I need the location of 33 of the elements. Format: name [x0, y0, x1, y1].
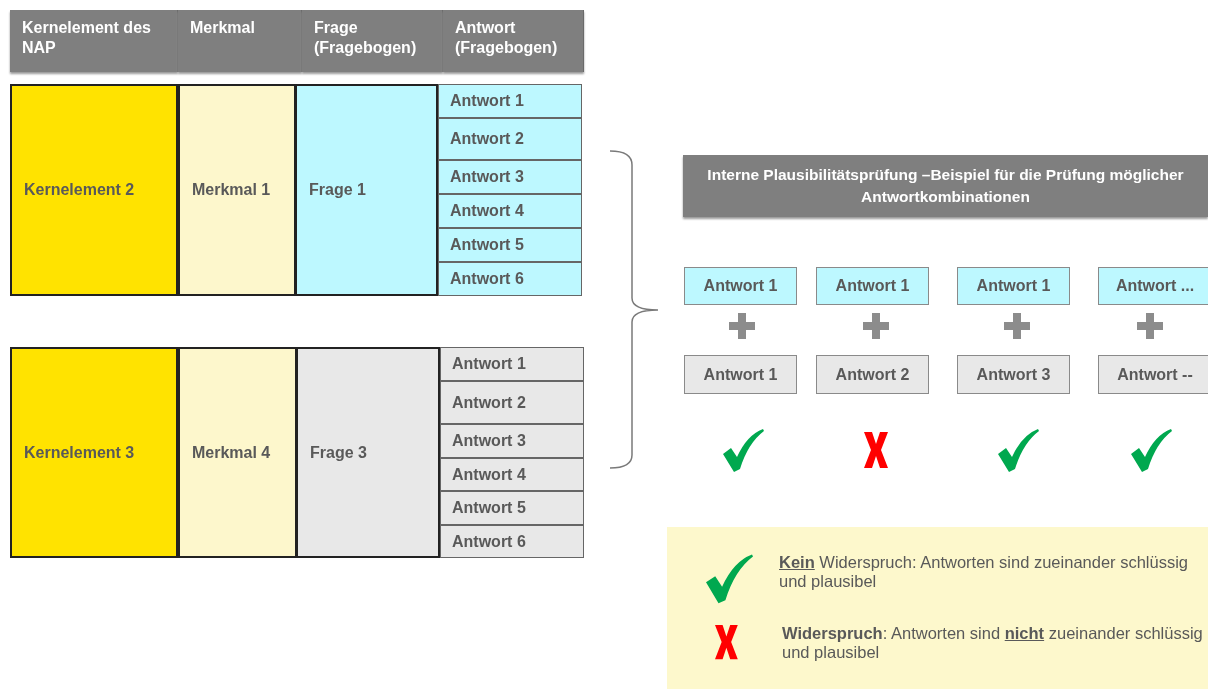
element-cell: Kernelement 2: [10, 84, 178, 296]
column-header: Frage (Fragebogen): [302, 10, 443, 72]
answer-cell: Antwort 4: [438, 194, 582, 228]
column-header: Kernelement des NAP: [10, 10, 178, 72]
answer-box: Antwort 2: [816, 355, 929, 394]
answer-cell: Antwort 6: [438, 262, 582, 296]
answer-cell: Antwort 2: [440, 381, 584, 424]
answer-box: Antwort 1: [684, 267, 797, 305]
element-cell: Kernelement 3: [10, 347, 178, 558]
answer-cell: Antwort 5: [438, 228, 582, 262]
answer-cell: Antwort 1: [438, 84, 582, 118]
column-header: Antwort (Fragebogen): [443, 10, 584, 72]
answer-cell: Antwort 3: [438, 160, 582, 194]
answer-cell: Antwort 1: [440, 347, 584, 381]
answer-box: Antwort --: [1098, 355, 1208, 394]
question-cell: Frage 3: [296, 347, 440, 558]
answer-box: Antwort 3: [957, 355, 1070, 394]
answer-cell: Antwort 3: [440, 424, 584, 458]
answer-cell: Antwort 4: [440, 458, 584, 491]
answer-cell: Antwort 6: [440, 525, 584, 558]
answer-box: Antwort 1: [816, 267, 929, 305]
header-band: Interne Plausibilitätsprüfung –Beispiel für die Prüfung möglicher Antwortkombinationen: [683, 155, 1208, 217]
legend-text: Widerspruch: Antworten sind nicht zueinander schlüssig und plausibel: [782, 624, 1204, 662]
column-header: Merkmal: [178, 10, 302, 72]
legend-text: Kein Widerspruch: Antworten sind zueinander schlüssig und plausibel: [779, 553, 1190, 591]
feature-cell: Merkmal 1: [178, 84, 296, 296]
question-cell: Frage 1: [295, 84, 438, 296]
answer-cell: Antwort 2: [438, 118, 582, 160]
feature-cell: Merkmal 4: [178, 347, 297, 558]
answer-box: Antwort 1: [957, 267, 1070, 305]
answer-box: Antwort 1: [684, 355, 797, 394]
answer-cell: Antwort 5: [440, 491, 584, 525]
answer-box: Antwort ...: [1098, 267, 1208, 305]
